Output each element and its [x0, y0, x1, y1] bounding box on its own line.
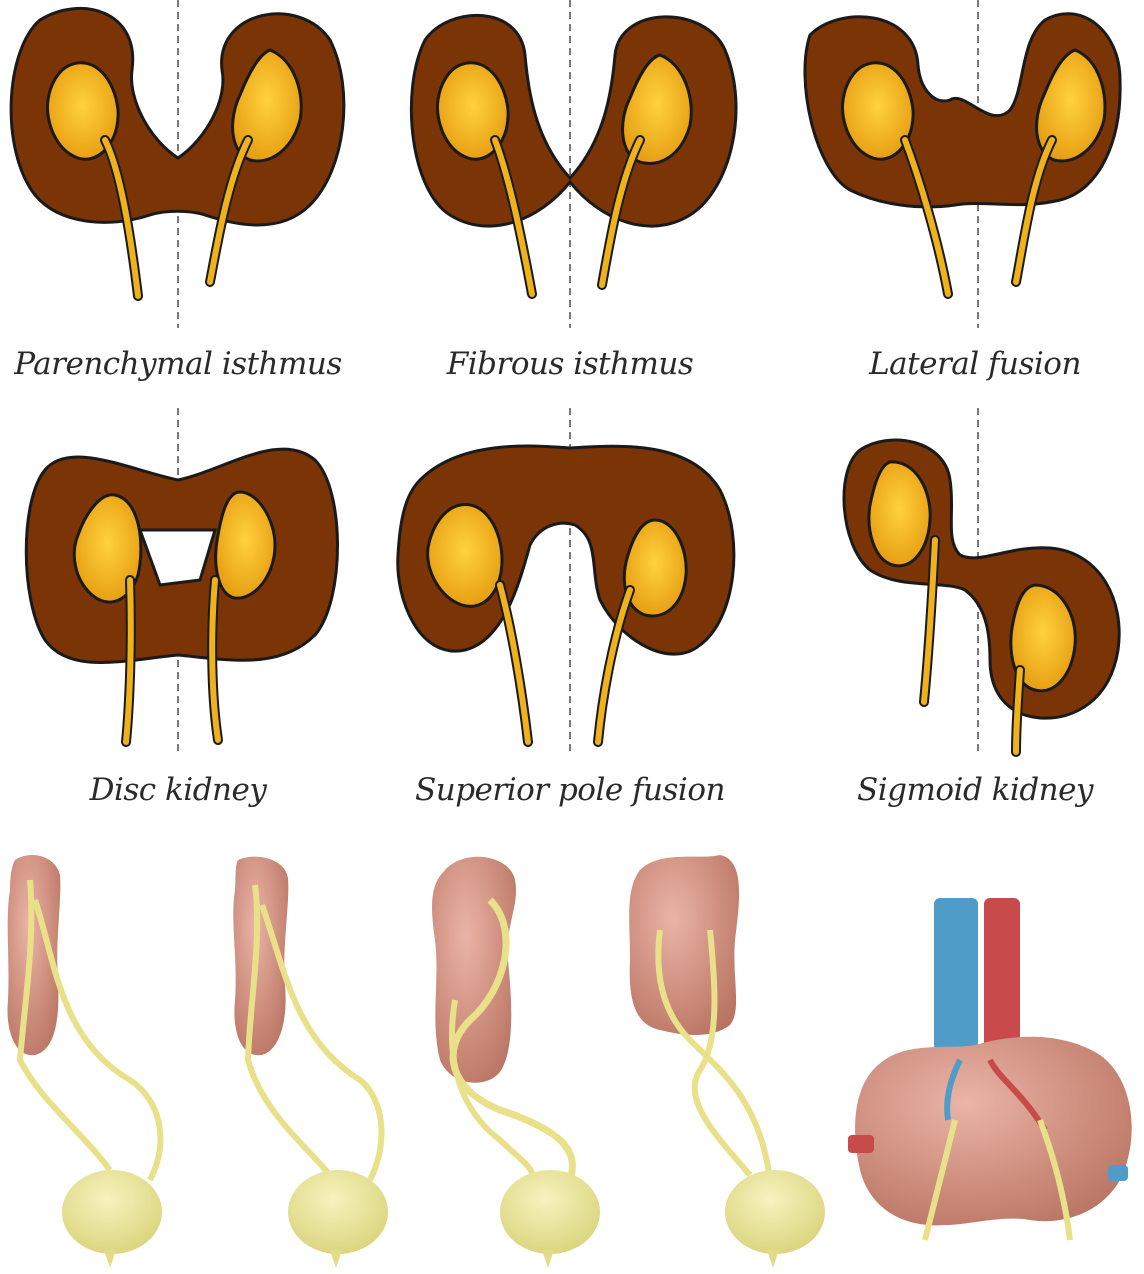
crossed-fused-kidney-render-2: [233, 856, 388, 1268]
ureter: [244, 884, 333, 1177]
renal-pelvis-right: [1035, 48, 1107, 163]
superior-pole-fusion-diagram: [396, 408, 736, 752]
urethra: [542, 1250, 554, 1268]
ureter-left: [102, 137, 141, 299]
ureter-right: [1013, 137, 1055, 285]
ureter: [1037, 1118, 1073, 1241]
ureter: [32, 899, 164, 1182]
renal-pelvis-upper: [867, 460, 932, 568]
horseshoe-kidney-render: [848, 898, 1132, 1241]
label-fibrous-isthmus: Fibrous isthmus: [446, 346, 694, 382]
label-superior-pole-fusion: Superior pole fusion: [415, 772, 725, 808]
fused-kidney: [855, 1036, 1132, 1226]
ureter-left: [497, 582, 531, 745]
renal-pelvis-lower: [1009, 583, 1077, 693]
renal-pelvis-right: [622, 518, 688, 618]
renal-pelvis-right: [231, 48, 303, 163]
renal-vein-stub: [1108, 1165, 1128, 1181]
disc-kidney-diagram: [24, 408, 339, 752]
ureter: [259, 903, 385, 1182]
inferior-vena-cava: [934, 898, 978, 1078]
bladder: [725, 1170, 825, 1254]
ureter: [691, 929, 753, 1177]
ureter-right: [595, 587, 633, 745]
ureter-lower: [1013, 667, 1023, 755]
label-sigmoid-kidney: Sigmoid kidney: [856, 772, 1094, 808]
label-parenchymal-isthmus: Parenchymal isthmus: [14, 346, 342, 382]
label-disc-kidney: Disc kidney: [89, 772, 267, 808]
renal-artery-stub: [848, 1135, 874, 1153]
renal-pelvis-left: [426, 503, 504, 608]
ureter-right: [209, 577, 221, 743]
urethra: [104, 1250, 116, 1268]
urethra: [767, 1250, 779, 1268]
ureter-upper: [921, 537, 938, 705]
aorta: [984, 898, 1020, 1078]
ureter-right: [207, 137, 251, 285]
ureter: [16, 879, 113, 1172]
renal-artery: [987, 1058, 1048, 1132]
renal-pelvis-left: [435, 61, 510, 161]
bladder: [288, 1170, 388, 1254]
renal-pelvis-left: [840, 61, 915, 161]
renal-pelvis-left: [72, 493, 143, 604]
ureter-left: [902, 137, 951, 297]
ureter-right: [599, 137, 643, 288]
central-opening: [137, 528, 218, 587]
crossed-fused-kidney-render-3: [432, 856, 600, 1268]
lump-kidney-render: [629, 855, 825, 1268]
ureter: [922, 1119, 958, 1241]
fused-kidney: [7, 855, 61, 1056]
label-lateral-fusion: Lateral fusion: [869, 346, 1081, 382]
ureter-left: [492, 137, 535, 297]
renal-pelvis-right: [214, 490, 277, 600]
parenchymal-isthmus-diagram: [9, 0, 346, 328]
ureter: [449, 999, 536, 1187]
lateral-fusion-diagram: [803, 0, 1122, 328]
bladder: [500, 1170, 600, 1254]
ureter-left: [123, 577, 134, 745]
renal-pelvis-left: [45, 61, 120, 161]
fused-kidney: [629, 855, 740, 1035]
renal-vein: [944, 1058, 963, 1121]
ureter: [655, 929, 773, 1181]
fused-kidney: [233, 856, 289, 1056]
sigmoid-kidney-diagram: [842, 408, 1121, 757]
urethra: [330, 1250, 342, 1268]
bladder: [62, 1170, 162, 1254]
crossed-fused-kidney-render-1: [7, 855, 164, 1268]
fibrous-isthmus-diagram: [409, 0, 738, 328]
